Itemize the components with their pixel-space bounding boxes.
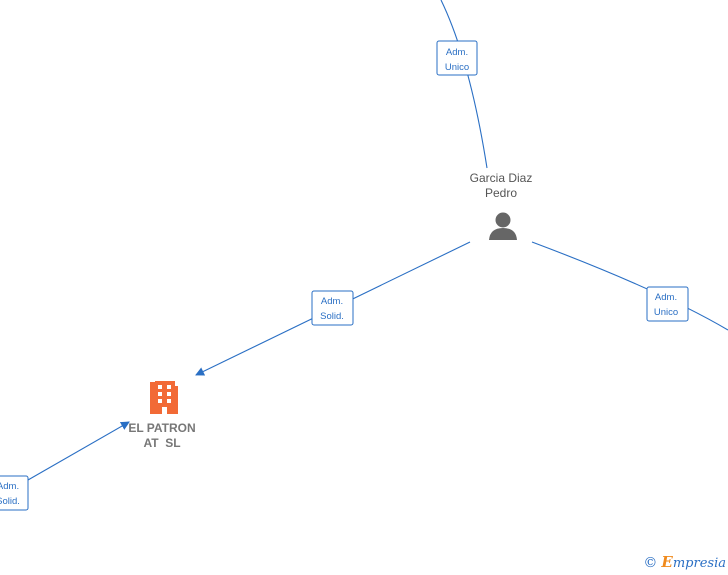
edge-label-bottom-left[interactable]: Adm. Solid. (0, 475, 29, 511)
edge-label-bottom-left-line2: Solid. (0, 496, 20, 507)
edge-label-right-line1: Adm. (655, 292, 677, 303)
brand-name: mpresia (672, 556, 726, 571)
person-name-line2: Pedro (485, 186, 517, 200)
edge-bottom-left (27, 421, 130, 481)
edge-label-left-line1: Adm. (321, 296, 343, 307)
empresia-brand: ©Empresia (643, 553, 726, 571)
edge-label-left-line2: Solid. (320, 311, 344, 322)
person-icon (489, 212, 517, 240)
edge-label-bottom-left-line1: Adm. (0, 481, 19, 492)
edge-right (531, 241, 728, 331)
company-node[interactable]: EL PATRON AT SL (128, 381, 196, 450)
edge-label-right-line2: Unico (654, 307, 678, 318)
person-node[interactable]: Garcia Diaz Pedro (470, 171, 533, 240)
edge-label-top-line1: Adm. (446, 47, 468, 58)
edge-label-top[interactable]: Adm. Unico (436, 40, 478, 76)
edge-label-left[interactable]: Adm. Solid. (311, 290, 354, 326)
person-name-line1: Garcia Diaz (470, 171, 533, 185)
edge-label-right[interactable]: Adm. Unico (646, 286, 689, 322)
copyright-symbol: © (643, 555, 658, 571)
edge-top (440, 0, 488, 169)
brand-initial: E (661, 553, 673, 571)
company-name-line2: AT SL (143, 436, 180, 450)
edge-label-top-line2: Unico (445, 62, 469, 73)
company-name-line1: EL PATRON (128, 421, 195, 435)
building-icon (150, 381, 178, 414)
